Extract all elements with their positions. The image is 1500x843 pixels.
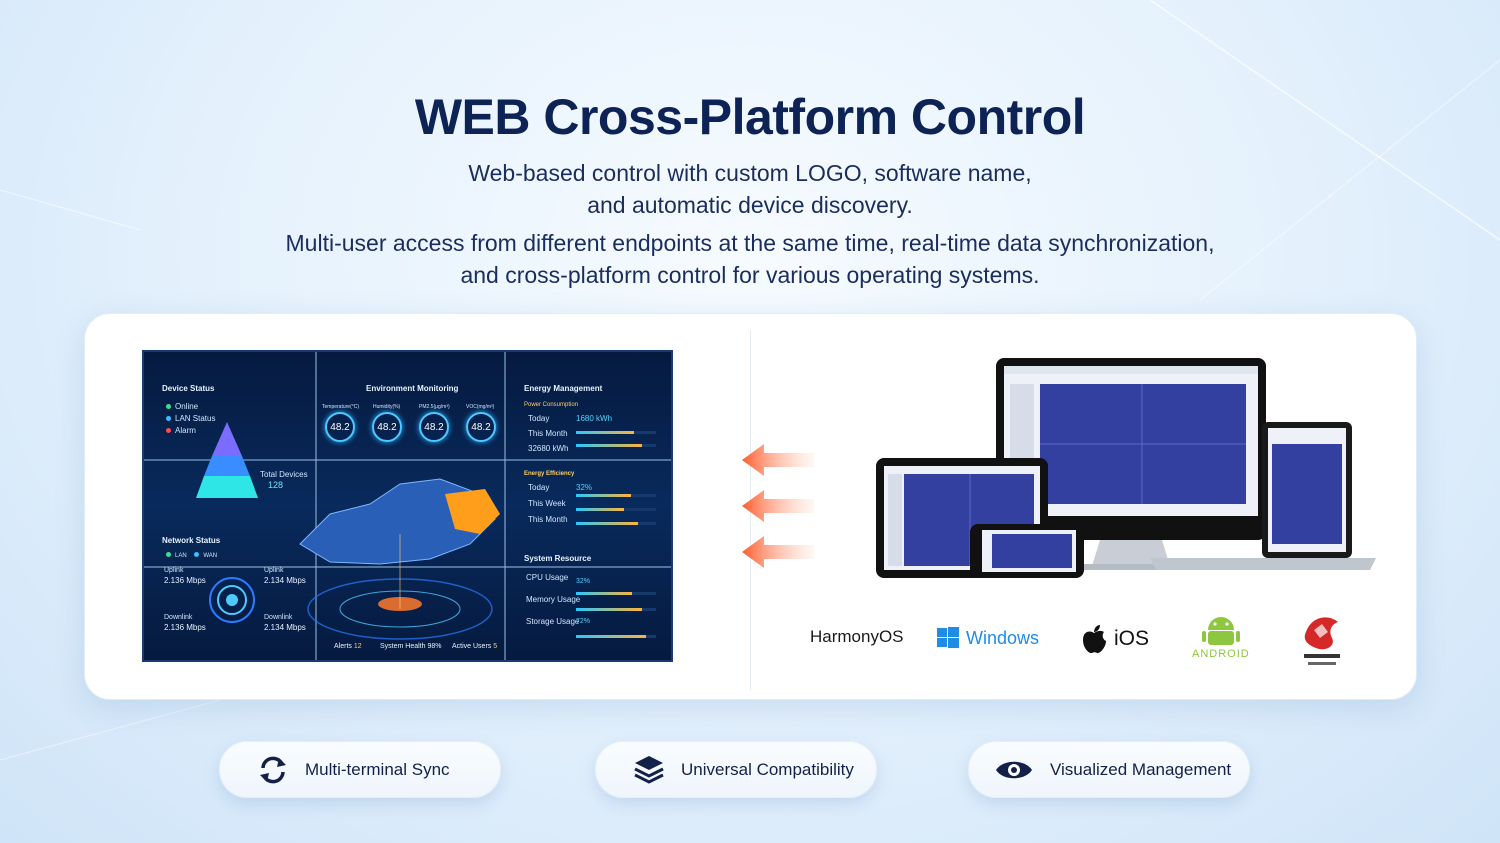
ios-label: iOS [1114,627,1150,650]
pyramid-chart [196,422,258,498]
env-label-voc: VOC(mg/m³) [466,404,495,410]
efficiency-bar-fill [576,494,631,497]
downlink-label-2: Downlink [264,614,293,621]
efficiency-week: This Week [528,499,566,508]
android-logo: ANDROID [1192,612,1250,660]
device-status-alarm: Alarm [166,426,196,435]
subtitle-line-2: and automatic device discovery. [587,192,913,218]
feature-multi-terminal-sync: Multi-terminal Sync [219,741,501,798]
map-visualization [299,478,500,640]
arrow-left-icon [742,536,814,568]
network-title: Network Status [162,536,221,545]
env-label-temp: Temperature(°C) [322,404,360,410]
env-label-humidity: Humidity(%) [373,404,401,410]
feature-visualized-management: Visualized Management [968,741,1250,798]
energy-month-label: This Month [528,429,568,438]
kirin-emblem-icon [1304,617,1340,665]
layers-icon [634,755,664,784]
bezel-line [144,566,671,568]
android-robot-icon [1201,617,1240,645]
uplink-label: Uplink [164,567,184,574]
energy-title: Energy Management [524,384,603,393]
subtitle-line-3: Multi-user access from different endpoin… [285,230,1215,256]
phone [970,524,1084,578]
device-status-title: Device Status [162,384,215,393]
arrow-left-icon [742,444,814,476]
memory-usage-label: Memory Usage [526,595,581,604]
downlink-speed-2: 2.134 Mbps [264,623,306,632]
bezel-line [144,459,671,461]
system-title: System Resource [524,554,592,563]
laptop [1150,422,1376,570]
energy-bar-fill [576,444,642,447]
video-wall-dashboard: Device Status Online LAN Status Alarm To… [142,350,673,662]
device-status-lan: LAN Status [166,414,215,423]
env-gauge-voc: 48.2 [466,412,496,442]
subtitle-line-1: Web-based control with custom LOGO, soft… [468,160,1032,186]
env-gauge-pm25: 48.2 [419,412,449,442]
bezel-line [504,352,506,660]
device-status-online: Online [166,402,198,411]
eye-icon [996,761,1032,778]
energy-today-label: Today [528,414,550,423]
storage-bar-fill [576,635,646,638]
ios-logo: iOS [1080,624,1149,654]
windows-label: Windows [966,627,1040,648]
feature-label: Visualized Management [1050,759,1232,779]
alerts-indicator: Alerts 12 [334,643,362,650]
total-devices-value: 128 [268,480,284,490]
network-radar [209,577,255,623]
windows-logo: Windows [937,627,1039,649]
uplink-speed: 2.136 Mbps [164,576,206,585]
efficiency-bar-fill [576,522,638,525]
page-title: WEB Cross-Platform Control [414,89,1086,145]
desktop-monitor [996,358,1266,570]
storage-usage-value: 72% [576,618,591,625]
arrow-left-icon [742,490,814,522]
energy-bar-fill [576,431,634,434]
windows-icon [937,627,959,648]
bezel-line [315,352,317,660]
sync-icon [260,756,286,783]
multi-device-illustration [876,358,1376,578]
downlink-label: Downlink [164,614,193,621]
env-gauge-temp: 48.2 [325,412,355,442]
subtitle-line-4: and cross-platform control for various o… [460,262,1040,288]
cpu-usage-value: 32% [576,578,591,585]
apple-icon [1083,625,1106,654]
efficiency-bar-fill [576,508,624,511]
system-health-indicator: System Health 98% [380,643,442,650]
memory-bar-fill [576,608,642,611]
uplink-label-2: Uplink [264,567,284,574]
android-label: ANDROID [1192,648,1250,660]
feature-universal-compatibility: Universal Compatibility [595,741,877,798]
environment-title: Environment Monitoring [366,384,459,393]
efficiency-today: Today [528,483,550,492]
uplink-speed-2: 2.134 Mbps [264,576,306,585]
cpu-usage-label: CPU Usage [526,573,569,582]
cpu-bar-fill [576,592,632,595]
efficiency-month: This Month [528,515,568,524]
harmonyos-logo: HarmonyOS [810,627,904,646]
env-gauge-humidity: 48.2 [372,412,402,442]
storage-usage-label: Storage Usage [526,617,580,626]
feature-label: Multi-terminal Sync [305,759,450,779]
feature-label: Universal Compatibility [681,759,854,779]
power-consumption-label: Power Consumption [524,402,579,408]
energy-today-value: 1680 kWh [576,414,613,423]
active-users-indicator: Active Users 5 [452,643,498,650]
total-devices-label: Total Devices [260,470,308,479]
efficiency-value: 32% [576,483,593,492]
energy-month-value: 32680 kWh [528,444,569,453]
env-label-pm25: PM2.5(μg/m³) [419,404,450,410]
efficiency-title: Energy Efficiency [524,471,575,477]
downlink-speed: 2.136 Mbps [164,623,206,632]
kirin-logo [1298,612,1346,670]
network-legend: LAN WAN [166,552,217,559]
